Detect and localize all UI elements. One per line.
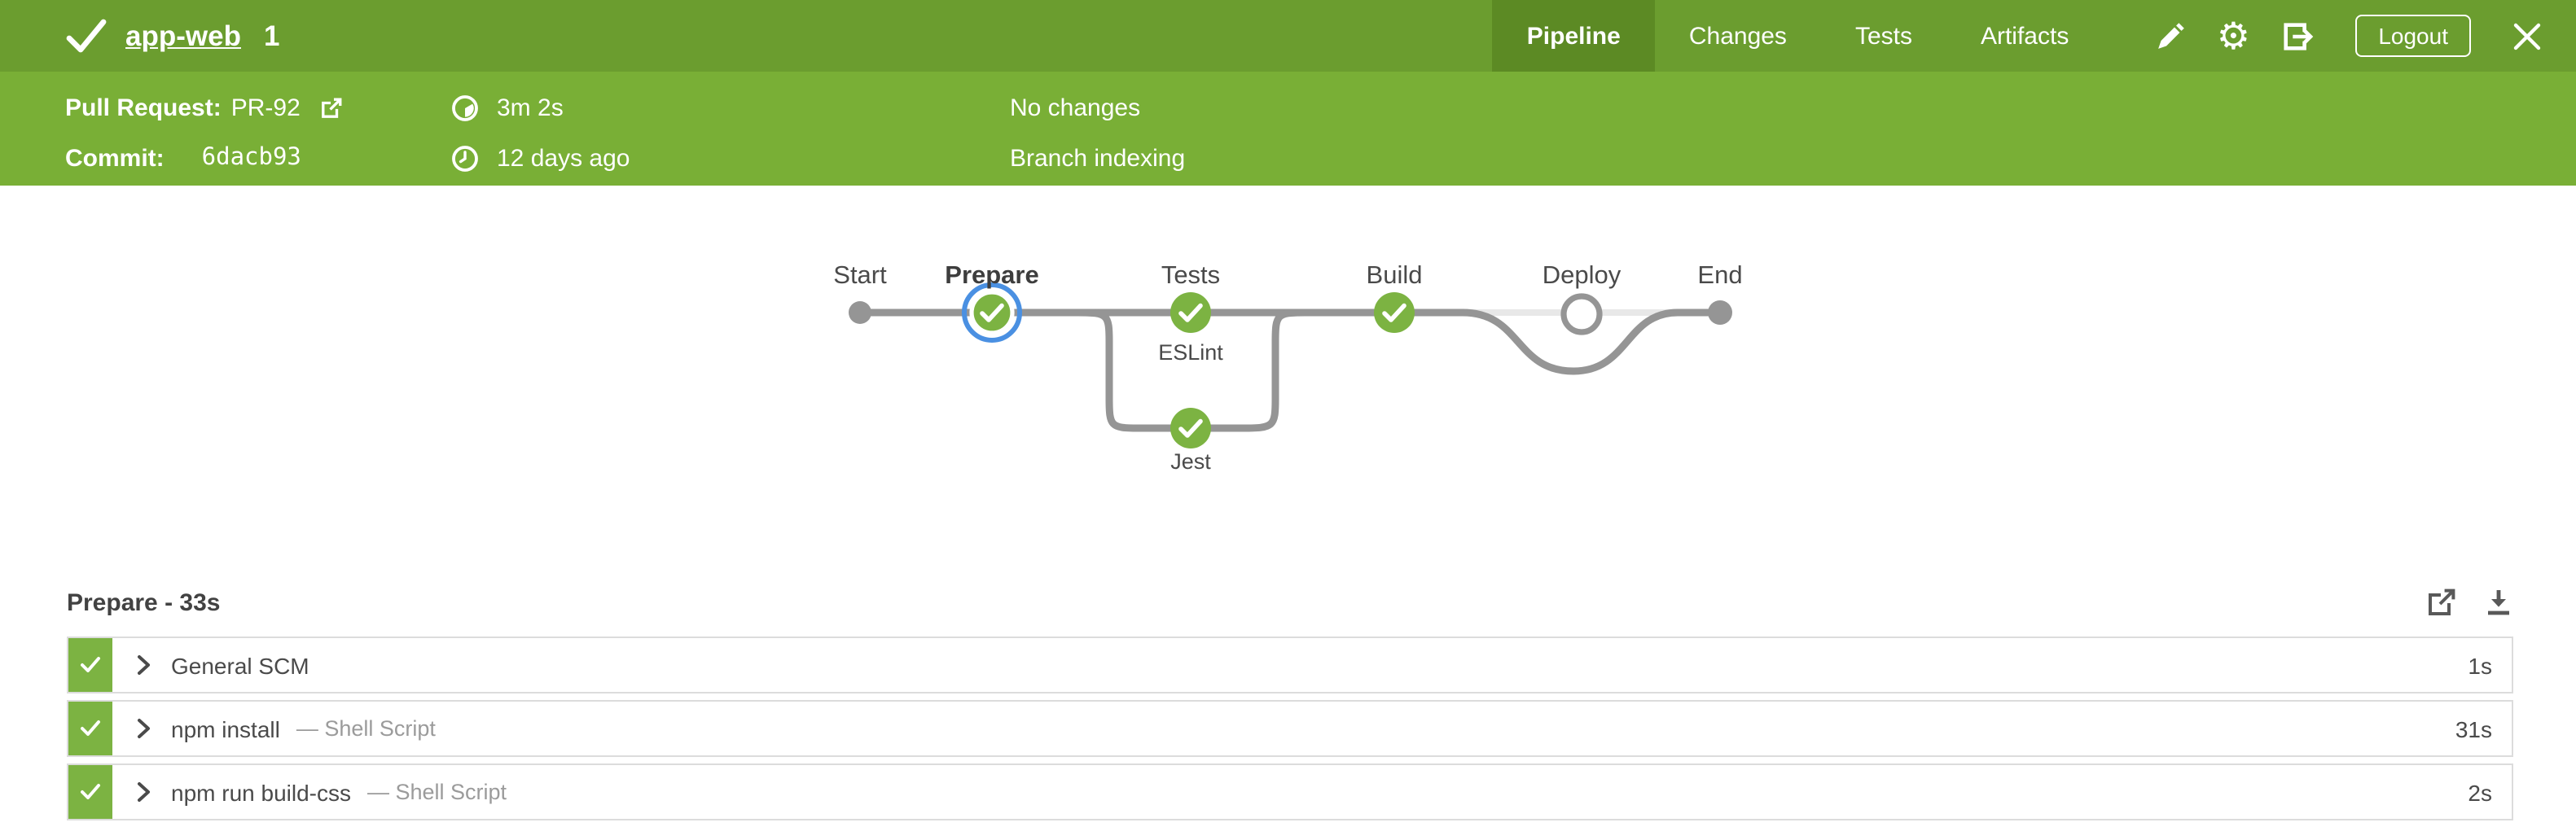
step-type: — Shell Script	[367, 780, 507, 804]
step-name: npm install	[171, 715, 280, 742]
branch-label-eslint: ESLint	[1158, 340, 1223, 365]
stage-detail-title: Prepare - 33s	[67, 588, 221, 616]
run-title-group: app-web 1	[0, 18, 279, 54]
go-to-classic-exit-icon[interactable]	[2279, 18, 2315, 54]
tab-pipeline[interactable]: Pipeline	[1492, 0, 1655, 72]
tab-tests[interactable]: Tests	[1854, 22, 1912, 50]
commit-label: Commit:	[65, 144, 165, 172]
expand-chevron-icon[interactable]	[137, 781, 151, 803]
logout-button[interactable]: Logout	[2355, 15, 2471, 57]
pipeline-name-link[interactable]: app-web	[125, 19, 241, 51]
header-tabs: Pipeline Changes Tests Artifacts	[1492, 0, 2104, 72]
open-logs-external-link-icon[interactable]	[2427, 588, 2456, 617]
expand-chevron-icon[interactable]	[137, 718, 151, 739]
start-node	[849, 301, 871, 324]
check-icon	[81, 720, 100, 736]
step-duration: 1s	[2468, 652, 2492, 678]
tab-changes[interactable]: Changes	[1688, 22, 1787, 50]
step-type: — Shell Script	[296, 716, 436, 741]
header-action-icons: ⚙	[2152, 15, 2342, 57]
branch-label-jest: Jest	[1170, 449, 1211, 474]
info-cause-column: No changes Branch indexing	[1010, 72, 2576, 186]
info-source-column: Pull Request: PR-92 Commit: 6dacb93	[0, 72, 451, 186]
stage-node-build[interactable]	[1374, 292, 1415, 333]
download-logs-icon[interactable]	[2484, 588, 2513, 617]
stage-label-start: Start	[833, 260, 887, 289]
clock-icon	[452, 145, 478, 171]
step-duration: 2s	[2468, 779, 2492, 805]
expand-chevron-icon[interactable]	[137, 654, 151, 676]
settings-gear-icon[interactable]: ⚙	[2216, 15, 2250, 57]
duration-icon	[452, 94, 478, 120]
edit-pencil-icon[interactable]	[2152, 18, 2188, 54]
step-success-badge	[68, 765, 112, 819]
step-success-badge	[68, 702, 112, 755]
close-icon[interactable]	[2513, 22, 2541, 50]
pipeline-graph: Start Prepare Tests Build Deploy End ESL…	[833, 260, 1742, 474]
stage-label-end: End	[1697, 260, 1742, 289]
pull-request-label: Pull Request:	[65, 94, 222, 121]
step-row-npm-run-build-css[interactable]: npm run build-css — Shell Script 2s	[67, 763, 2513, 820]
run-number: 1	[263, 19, 280, 51]
step-name: npm run build-css	[171, 779, 351, 805]
stage-label-prepare: Prepare	[945, 260, 1038, 289]
step-duration: 31s	[2455, 715, 2492, 742]
step-row-npm-install[interactable]: npm install — Shell Script 31s	[67, 700, 2513, 757]
step-list: General SCM 1s npm install — Shell Scrip…	[67, 637, 2513, 820]
stage-detail-header: Prepare - 33s	[67, 588, 2513, 617]
run-time-ago: 12 days ago	[497, 144, 630, 172]
run-info-bar: Pull Request: PR-92 Commit: 6dacb93 3m	[0, 72, 2576, 186]
end-node	[1708, 300, 1732, 325]
stage-node-tests-eslint[interactable]	[1170, 292, 1211, 333]
stage-detail-section: Prepare - 33s	[67, 588, 2513, 820]
bypass-edge	[1394, 308, 1720, 375]
run-duration: 3m 2s	[497, 94, 564, 121]
stage-label-tests: Tests	[1161, 260, 1220, 289]
commit-hash: 6dacb93	[201, 145, 301, 171]
check-icon	[81, 657, 100, 672]
pull-request-value: PR-92	[230, 94, 301, 121]
check-icon	[81, 784, 100, 799]
tab-artifacts[interactable]: Artifacts	[1980, 22, 2069, 50]
step-success-badge	[68, 638, 112, 692]
open-pull-request-external-link-icon[interactable]	[322, 97, 343, 118]
changes-text: No changes	[1010, 94, 1141, 121]
stage-node-prepare[interactable]	[962, 282, 1022, 343]
top-bar: app-web 1 Pipeline Changes Tests Artifac…	[0, 0, 2576, 72]
build-success-check-icon	[66, 19, 107, 53]
stage-node-jest[interactable]	[1170, 408, 1211, 448]
step-name: General SCM	[171, 652, 309, 678]
stage-detail-actions	[2399, 588, 2513, 617]
step-row-general-scm[interactable]: General SCM 1s	[67, 637, 2513, 693]
stage-node-deploy[interactable]	[1560, 293, 1603, 335]
run-cause-text: Branch indexing	[1010, 144, 1186, 172]
info-time-column: 3m 2s 12 days ago	[451, 72, 1010, 186]
stage-label-deploy: Deploy	[1543, 260, 1622, 289]
stage-label-build: Build	[1367, 260, 1423, 289]
